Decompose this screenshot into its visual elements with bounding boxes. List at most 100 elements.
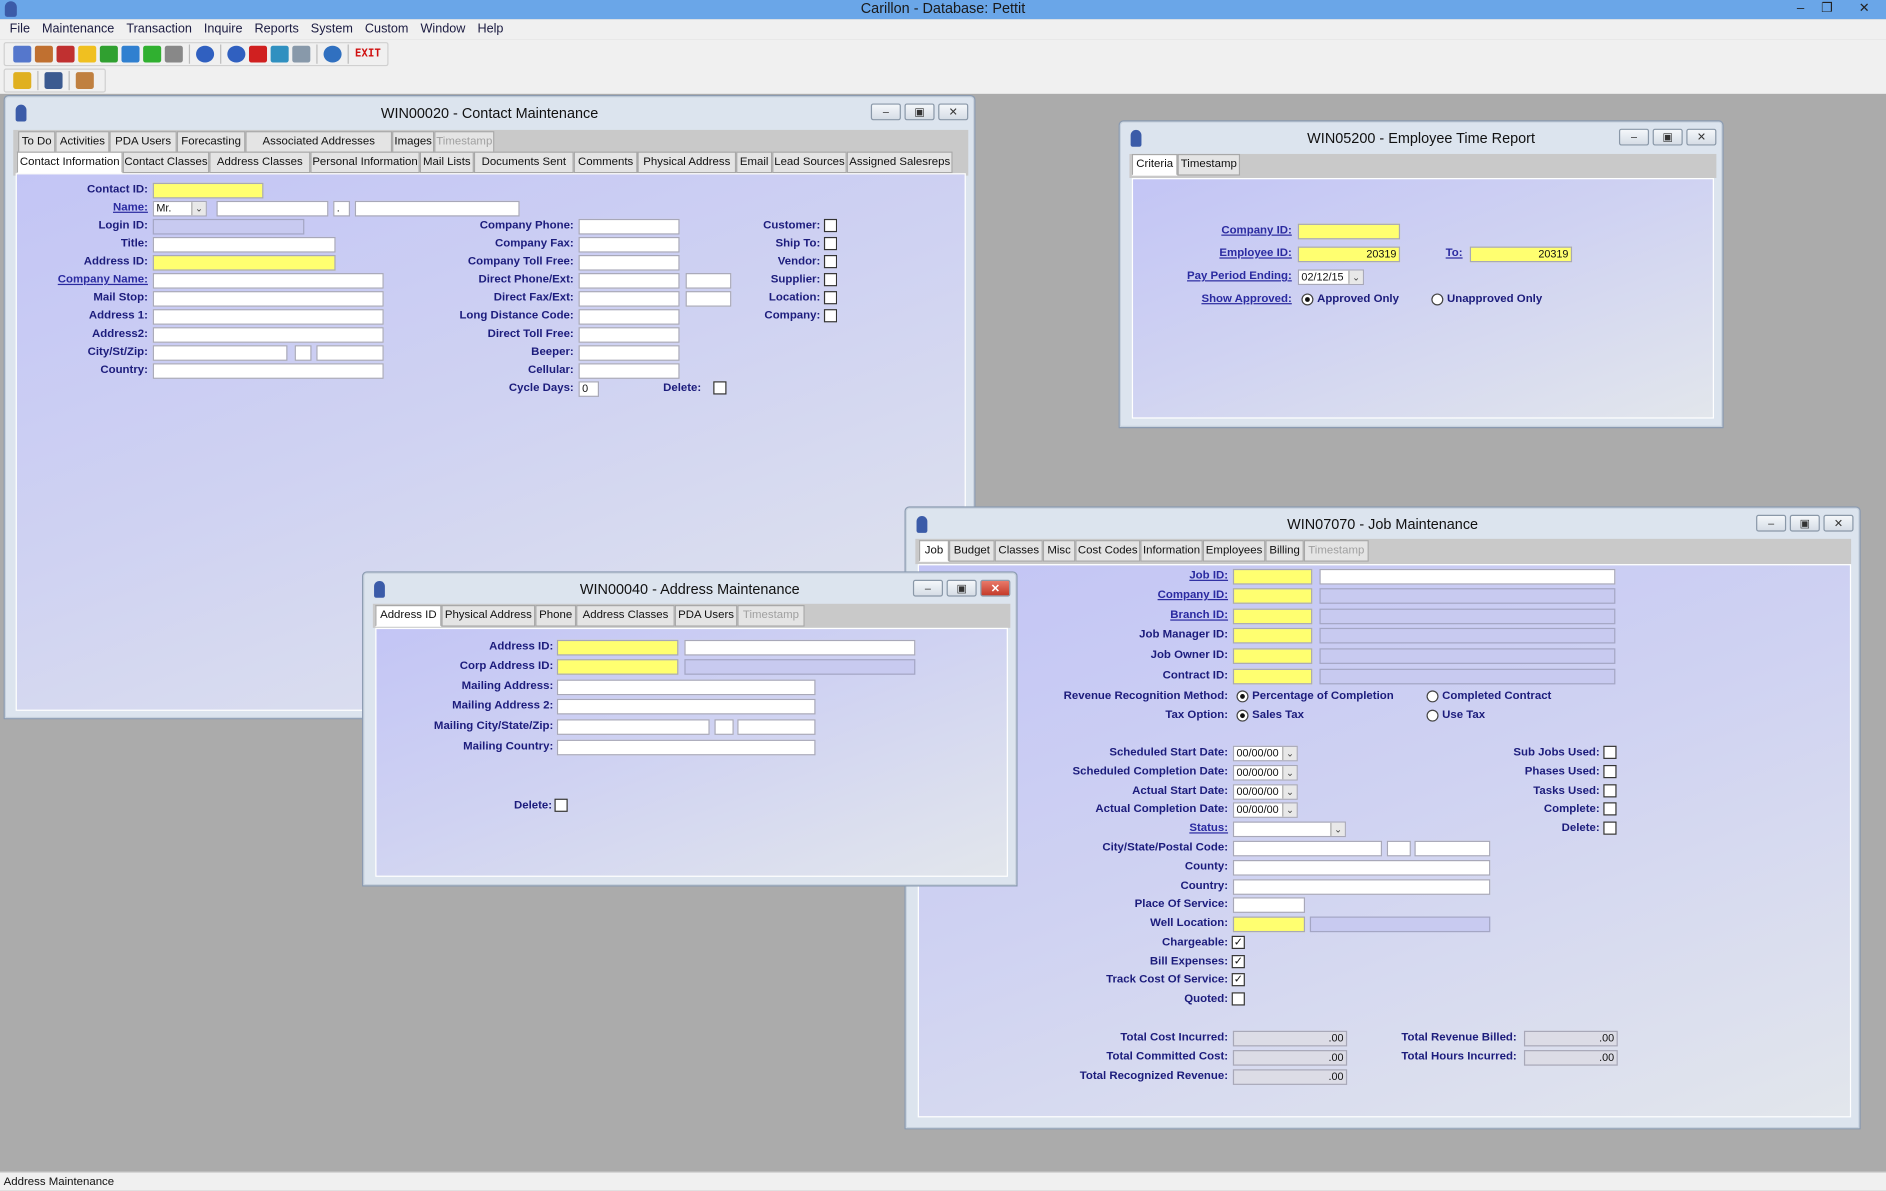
mailing-address2-input[interactable] [556, 698, 816, 715]
maximize-button[interactable]: ▣ [1652, 128, 1683, 146]
tab-comments[interactable]: Comments [573, 151, 638, 174]
phases-checkbox[interactable] [1603, 764, 1617, 779]
direct-toll-free-input[interactable] [578, 327, 680, 343]
tab-timestamp[interactable]: Timestamp [434, 131, 495, 153]
company-id-link[interactable]: Company ID: [1221, 223, 1292, 237]
address1-input[interactable] [152, 309, 384, 325]
location-checkbox[interactable] [823, 291, 838, 305]
use-tax-radio[interactable] [1426, 709, 1439, 722]
supplier-checkbox[interactable] [823, 273, 838, 287]
direct-fax-ext-input[interactable] [685, 291, 732, 307]
show-approved-link[interactable]: Show Approved: [1201, 292, 1292, 306]
tab-assigned-salesreps[interactable]: Assigned Salesreps [846, 151, 953, 174]
close-button[interactable]: ✕ [1823, 514, 1854, 532]
ship-to-checkbox[interactable] [823, 236, 838, 251]
state-input[interactable] [1386, 840, 1411, 857]
tab-documents-sent[interactable]: Documents Sent [473, 151, 574, 174]
tab-address-classes[interactable]: Address Classes [209, 151, 311, 174]
address2-input[interactable] [152, 327, 384, 343]
unapproved-only-radio[interactable] [1431, 293, 1444, 306]
delete-checkbox[interactable] [713, 381, 727, 395]
tab-physical-address[interactable]: Physical Address [637, 151, 737, 174]
place-of-service-input[interactable] [1232, 897, 1306, 913]
bill-expenses-checkbox[interactable]: ✓ [1231, 955, 1245, 969]
pay-period-link[interactable]: Pay Period Ending: [1187, 269, 1292, 283]
chevron-down-icon[interactable]: ⌄ [1282, 803, 1297, 817]
menu-maintenance[interactable]: Maintenance [42, 21, 115, 37]
tab-pda-users[interactable]: PDA Users [109, 131, 177, 153]
status-link[interactable]: Status: [1189, 821, 1229, 835]
tab-email[interactable]: Email [736, 151, 773, 174]
minimize-button[interactable]: – [1618, 128, 1650, 146]
branch-id-link[interactable]: Branch ID: [1170, 608, 1229, 622]
tab-contact-information[interactable]: Contact Information [16, 151, 123, 174]
maximize-button[interactable]: ▣ [946, 579, 977, 597]
tab-information[interactable]: Information [1140, 540, 1203, 562]
rocket-icon[interactable] [56, 45, 75, 63]
job-owner-input[interactable] [1232, 648, 1313, 664]
tab-images[interactable]: Images [392, 131, 435, 153]
postal-code-input[interactable] [1414, 840, 1491, 857]
tab-phone[interactable]: Phone [535, 605, 577, 627]
company-id-input[interactable] [1232, 588, 1313, 604]
save-icon[interactable] [44, 72, 63, 90]
corp-address-id-input[interactable] [556, 659, 679, 675]
tab-lead-sources[interactable]: Lead Sources [772, 151, 847, 174]
window-title-bar[interactable]: WIN07070 - Job Maintenance [906, 508, 1860, 542]
tab-mail-lists[interactable]: Mail Lists [419, 151, 474, 174]
mailing-address-input[interactable] [556, 679, 816, 696]
menu-transaction[interactable]: Transaction [126, 21, 192, 37]
track-cost-checkbox[interactable]: ✓ [1231, 973, 1245, 987]
zip-input[interactable] [316, 345, 384, 361]
actual-start-date[interactable]: 00/00/00⌄ [1232, 784, 1298, 800]
employee-to-link[interactable]: To: [1445, 246, 1463, 260]
menu-inquire[interactable]: Inquire [203, 21, 243, 37]
menu-custom[interactable]: Custom [364, 21, 409, 37]
mailing-city-input[interactable] [556, 719, 710, 735]
address-book-icon[interactable] [34, 45, 53, 63]
tasks-checkbox[interactable] [1603, 784, 1617, 798]
salutation-select[interactable]: Mr.⌄ [152, 200, 207, 217]
direct-fax-input[interactable] [578, 291, 680, 307]
company-name-input[interactable] [152, 273, 384, 289]
job-id-input[interactable] [1232, 568, 1313, 585]
company-checkbox[interactable] [823, 309, 838, 323]
window-list-icon[interactable] [292, 45, 311, 63]
tab-personal-information[interactable]: Personal Information [310, 151, 420, 174]
long-distance-input[interactable] [578, 309, 680, 325]
tab-address-classes[interactable]: Address Classes [576, 605, 675, 627]
company-phone-input[interactable] [578, 218, 680, 235]
employee-id-to-input[interactable]: 20319 [1469, 246, 1573, 263]
job-manager-input[interactable] [1232, 627, 1313, 644]
flag-icon[interactable] [248, 45, 268, 63]
menu-file[interactable]: File [9, 21, 30, 37]
tab-physical-address[interactable]: Physical Address [441, 605, 536, 627]
tab-forecasting[interactable]: Forecasting [176, 131, 246, 153]
window-title-bar[interactable]: WIN00040 - Address Maintenance [363, 573, 1016, 607]
cellular-input[interactable] [578, 363, 680, 379]
tab-contact-classes[interactable]: Contact Classes [122, 151, 210, 174]
sub-jobs-checkbox[interactable] [1603, 745, 1617, 759]
percentage-of-completion-radio[interactable] [1236, 690, 1249, 703]
tab-cost-codes[interactable]: Cost Codes [1075, 540, 1141, 562]
completed-contract-radio[interactable] [1426, 690, 1439, 703]
last-name-input[interactable] [354, 200, 520, 217]
contact-id-input[interactable] [152, 182, 264, 199]
tab-classes[interactable]: Classes [994, 540, 1043, 562]
menu-system[interactable]: System [310, 21, 353, 37]
contract-id-input[interactable] [1232, 668, 1313, 685]
approved-only-radio[interactable] [1301, 293, 1314, 306]
beeper-input[interactable] [578, 345, 680, 361]
quoted-checkbox[interactable] [1231, 992, 1245, 1006]
address-id-input[interactable] [152, 254, 336, 271]
tab-associated-addresses[interactable]: Associated Addresses [245, 131, 393, 153]
tab-timestamp[interactable]: Timestamp [1303, 540, 1369, 562]
direct-phone-input[interactable] [578, 273, 680, 289]
cycle-days-input[interactable]: 0 [578, 381, 599, 397]
restore-icon[interactable]: ❐ [1821, 1, 1833, 16]
chevron-down-icon[interactable]: ⌄ [191, 202, 206, 216]
chevron-down-icon[interactable]: ⌄ [1282, 746, 1297, 761]
city-input[interactable] [1232, 840, 1383, 857]
county-input[interactable] [1232, 860, 1491, 876]
menu-reports[interactable]: Reports [254, 21, 299, 37]
